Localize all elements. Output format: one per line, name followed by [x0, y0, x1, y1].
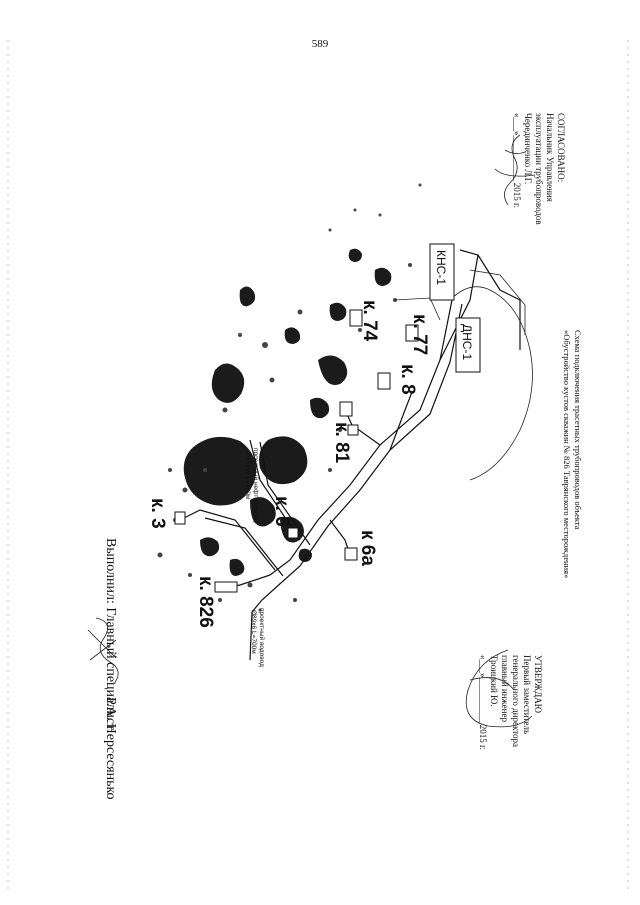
well-label-k826: к. 826 — [195, 576, 216, 628]
well-pad-k74 — [349, 309, 363, 327]
well-pad-k81 — [339, 401, 353, 417]
well-label-k74: к. 74 — [359, 300, 380, 342]
main-pipeline — [269, 299, 453, 576]
pipeline-note-oil: проектный нефтепровод — [252, 448, 260, 522]
well-pad-k81-b — [347, 424, 359, 436]
well-label-k81: к. 81 — [331, 422, 352, 464]
well-pad-k6 — [287, 527, 299, 539]
well-label-k3: к. 3 — [147, 498, 168, 529]
station-dns-box — [455, 317, 481, 373]
well-pad-k77 — [405, 324, 419, 342]
branch-pipeline-oil — [249, 439, 301, 541]
pipeline-note-water: проектный водовод — [258, 608, 266, 667]
well-label-k6: к. 6 — [271, 496, 292, 527]
station-kns-box — [429, 243, 455, 301]
station-kns: КНС-1 — [429, 243, 455, 301]
author-signature — [87, 617, 119, 685]
branch-pipeline-k3-parallel — [204, 517, 284, 577]
well-label-k6a: к 6а — [357, 530, 378, 566]
branch-k8 — [389, 391, 413, 451]
main-pipeline-parallel — [281, 303, 463, 583]
pipeline-note-water-spec: Ø89х6 L=700м — [250, 610, 257, 654]
well-pads — [174, 309, 419, 593]
pipeline-to-dns — [477, 254, 521, 350]
well-pad-k8 — [377, 372, 391, 390]
terrain-specks — [157, 183, 422, 612]
well-pad-k6a — [344, 547, 358, 561]
well-label-k8: к. 8 — [397, 364, 418, 395]
road-line — [449, 286, 533, 481]
well-pad-k826 — [214, 581, 238, 593]
station-dns-label: ДНС-1 — [460, 324, 474, 360]
station-kns-label: КНС-1 — [434, 250, 448, 285]
pipeline-to-kns — [439, 249, 479, 361]
well-pad-k3 — [174, 511, 186, 525]
branch-pipeline-k3 — [179, 509, 276, 571]
approve-signature — [465, 649, 533, 728]
branch-pipeline-water — [249, 581, 283, 661]
terrain-clusters — [183, 248, 392, 576]
site-fence — [469, 269, 526, 335]
approval-signature — [494, 134, 536, 206]
page-number: 589 — [311, 38, 329, 50]
branch-pipeline-oil-parallel — [259, 441, 311, 546]
pipeline-note-oil-spec: Ø159х6 L=700м — [244, 452, 251, 500]
station-dns: ДНС-1 — [455, 317, 481, 373]
well-label-k77: к. 77 — [409, 314, 430, 355]
